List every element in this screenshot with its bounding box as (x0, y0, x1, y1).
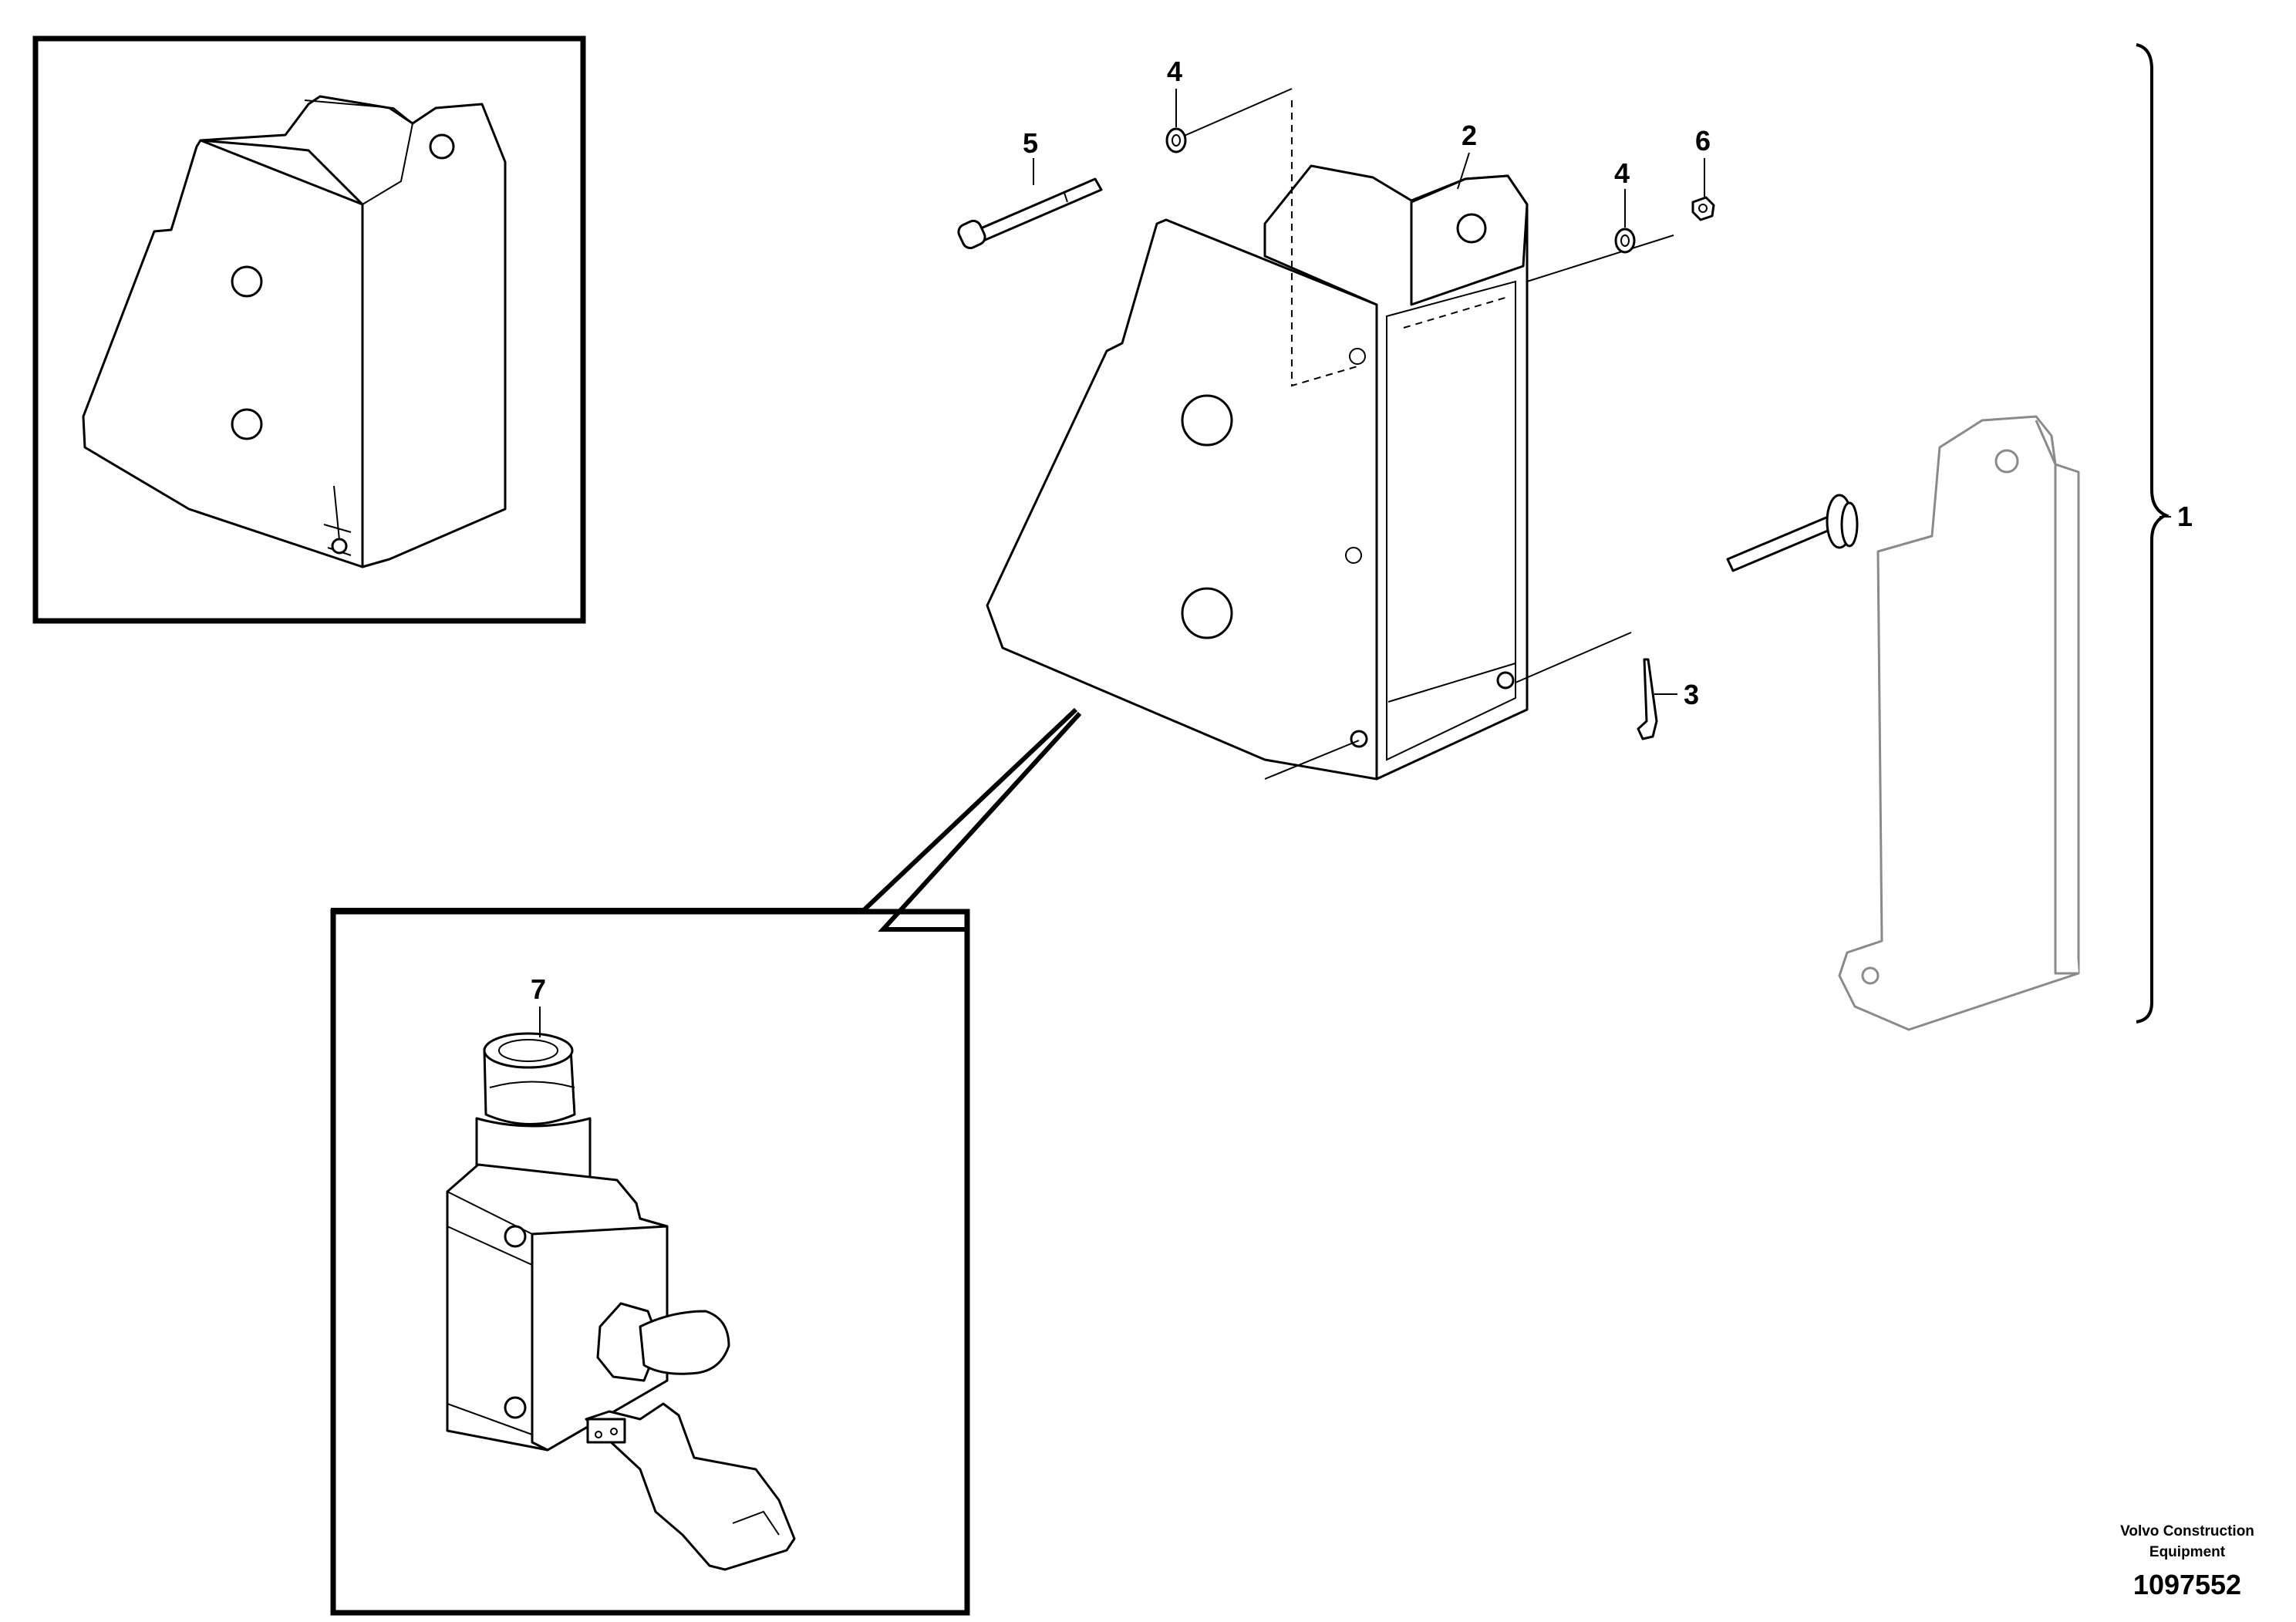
washer-part-4-top (1165, 127, 1187, 153)
drawing-number: 1097552 (2133, 1569, 2241, 1600)
bolt-part-5 (957, 177, 1103, 250)
washer-part-4-right (1614, 228, 1636, 254)
callout-7: 7 (531, 973, 546, 1005)
mounting-bracket-reference (1838, 415, 2080, 1031)
callout-4-top: 4 (1167, 56, 1182, 87)
switch-inset (330, 707, 1082, 1616)
callout-2: 2 (1462, 120, 1477, 151)
callout-3: 3 (1684, 679, 1699, 710)
cotter-pin-part-3 (1637, 658, 1658, 740)
callout-5: 5 (1023, 127, 1038, 159)
pin-part (1726, 494, 1859, 572)
callout-6: 6 (1695, 125, 1711, 157)
credit-line-1: Volvo Construction (2120, 1523, 2254, 1539)
nut-part-6 (1691, 196, 1715, 221)
toggle-switch-part-7 (446, 1032, 796, 1571)
assembly-brace (2136, 43, 2170, 1023)
assembled-bracket-inset (32, 35, 586, 624)
assembled-bracket-drawing (82, 95, 507, 568)
switch-inset-frame (330, 909, 970, 1616)
callout-4-right: 4 (1614, 157, 1630, 189)
publisher-credit: Volvo Construction Equipment 1097552 (2120, 1523, 2254, 1600)
callout-1: 1 (2177, 501, 2193, 532)
callout-leaders (1033, 89, 2171, 695)
credit-line-2: Equipment (2149, 1544, 2226, 1560)
callout-labels: 1 2 3 4 4 5 6 7 (531, 56, 2193, 1005)
bracket-part-2 (986, 88, 1674, 781)
